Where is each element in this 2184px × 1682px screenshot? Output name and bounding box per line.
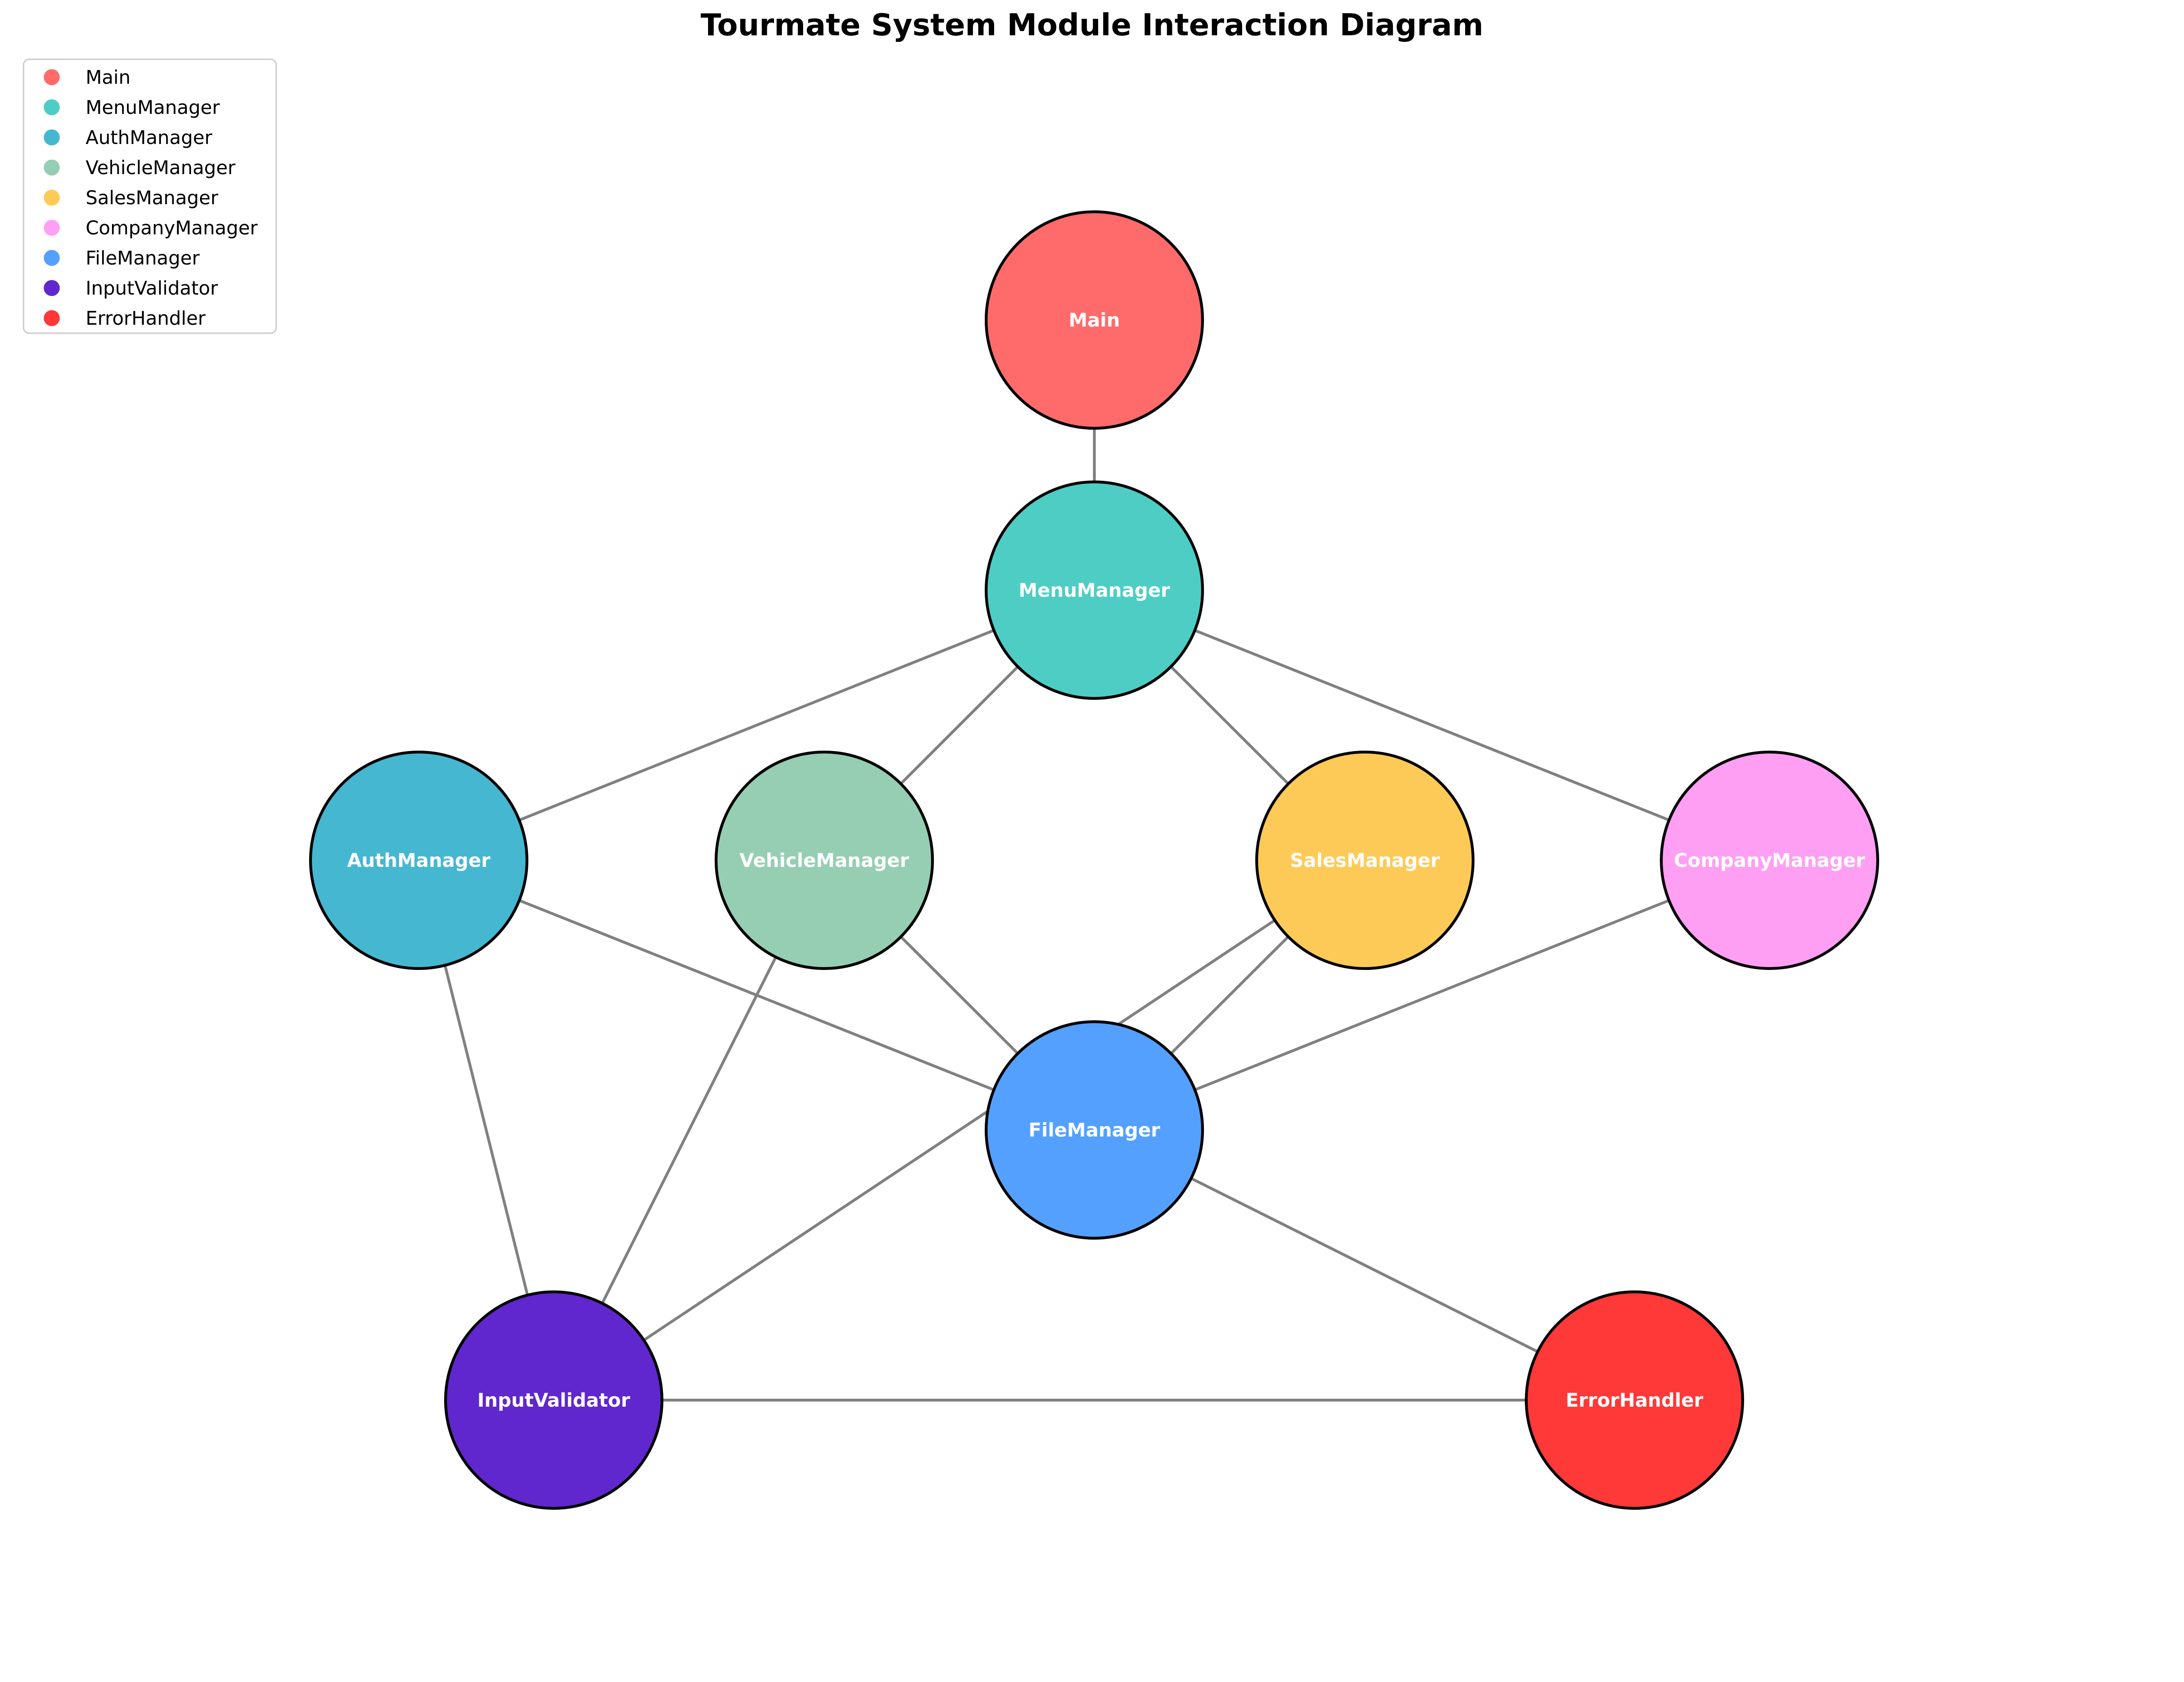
node-main	[985, 210, 1204, 430]
legend-entries: MainMenuManagerAuthManagerVehicleManager…	[44, 67, 258, 329]
legend-marker-inputvalidator	[44, 280, 60, 296]
legend-marker-errorhandler	[44, 310, 60, 326]
node-label-salesmanager: SalesManager	[1290, 850, 1440, 872]
node-vehiclemanager	[715, 751, 934, 970]
edge-menumanager-to-authmanager	[417, 589, 1095, 862]
node-circle-authmanager	[309, 751, 528, 970]
node-authmanager	[309, 751, 528, 970]
legend-marker-menumanager	[44, 99, 60, 115]
node-label-companymanager: CompanyManager	[1674, 850, 1865, 872]
node-inputvalidator	[444, 1290, 663, 1510]
node-companymanager	[1660, 751, 1879, 970]
node-label-filemanager: FileManager	[1028, 1120, 1160, 1141]
legend-label-filemanager: FileManager	[86, 248, 200, 269]
node-circle-vehiclemanager	[715, 751, 934, 970]
legend-frame	[23, 58, 277, 334]
node-circle-companymanager	[1660, 751, 1879, 970]
legend-label-errorhandler: ErrorHandler	[86, 308, 206, 329]
legend-label-authmanager: AuthManager	[86, 127, 213, 149]
node-label-authmanager: AuthManager	[347, 850, 491, 872]
node-label-main: Main	[1069, 310, 1120, 331]
legend-marker-filemanager	[44, 250, 60, 266]
node-circle-errorhandler	[1525, 1290, 1744, 1510]
node-circle-inputvalidator	[444, 1290, 663, 1510]
legend-marker-vehiclemanager	[44, 160, 60, 176]
node-label-vehiclemanager: VehicleManager	[740, 850, 909, 872]
node-circle-menumanager	[985, 481, 1204, 700]
node-salesmanager	[1255, 751, 1475, 970]
node-label-inputvalidator: InputValidator	[478, 1390, 630, 1411]
edge-menumanager-to-companymanager	[1093, 589, 1771, 862]
legend-marker-authmanager	[44, 129, 60, 145]
node-circle-salesmanager	[1255, 751, 1475, 970]
legend-label-main: Main	[86, 67, 131, 88]
legend-label-vehiclemanager: VehicleManager	[86, 157, 236, 179]
legend-marker-main	[44, 69, 60, 85]
node-menumanager	[985, 481, 1204, 700]
node-filemanager	[985, 1020, 1204, 1240]
edge-companymanager-to-filemanager	[1093, 859, 1770, 1132]
edges-layer	[417, 320, 1771, 1407]
node-circle-main	[985, 210, 1204, 430]
legend-label-salesmanager: SalesManager	[86, 187, 218, 209]
node-errorhandler	[1525, 1290, 1744, 1510]
legend: MainMenuManagerAuthManagerVehicleManager…	[23, 58, 277, 334]
legend-label-companymanager: CompanyManager	[86, 217, 258, 239]
legend-label-menumanager: MenuManager	[86, 97, 220, 119]
legend-marker-companymanager	[44, 220, 60, 236]
node-label-errorhandler: ErrorHandler	[1566, 1390, 1703, 1411]
legend-label-inputvalidator: InputValidator	[86, 278, 218, 299]
legend-marker-salesmanager	[44, 190, 60, 206]
node-label-menumanager: MenuManager	[1019, 580, 1170, 601]
node-circle-filemanager	[985, 1020, 1204, 1240]
edge-salesmanager-to-inputvalidator	[552, 859, 1366, 1402]
diagram-title: Tourmate System Module Interaction Diagr…	[701, 8, 1483, 43]
